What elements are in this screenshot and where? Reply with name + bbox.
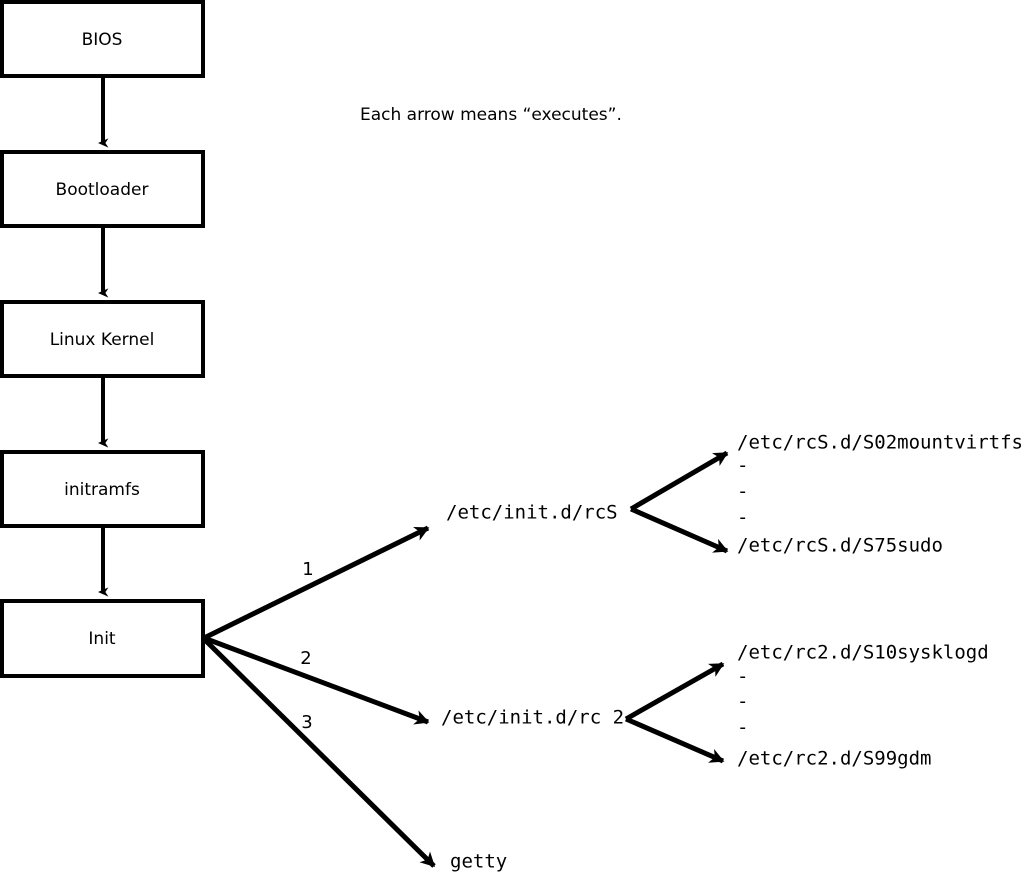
label-rc2-d-s10sysklogd: /etc/rc2.d/S10sysklogd — [737, 642, 989, 664]
box-init-label: Init — [88, 629, 116, 649]
getty-group: getty — [450, 851, 507, 873]
arrow-rcS-to-s02mountvirtfs — [629, 450, 729, 512]
box-linux-kernel-rect — [0, 300, 205, 378]
boot-chain-group: BIOS Bootloader Linux Kernel initramfs I — [0, 0, 205, 678]
rcS-ellipsis-dash-3: - — [737, 507, 748, 529]
rcS-branch-group: /etc/init.d/rcS /etc/rcS.d/S02mountvirtf… — [446, 432, 1023, 557]
rc2-ellipsis-dash-2: - — [737, 691, 748, 713]
box-init: Init — [0, 599, 205, 678]
label-rcS-d-s02mountvirtfs: /etc/rcS.d/S02mountvirtfs — [737, 432, 1023, 454]
box-bootloader: Bootloader — [0, 150, 205, 228]
rcS-ellipsis-dash-2: - — [737, 481, 748, 503]
rc2-branch-group: /etc/init.d/rc 2 /etc/rc2.d/S10sysklogd … — [441, 642, 989, 770]
box-bootloader-label: Bootloader — [56, 180, 149, 200]
arrow-init-to-getty — [202, 637, 436, 868]
edge-number-1: 1 — [302, 559, 313, 580]
arrow-init-to-rc2 — [203, 635, 430, 725]
box-bios-label: BIOS — [82, 30, 123, 50]
box-initramfs: initramfs — [0, 450, 205, 528]
label-etc-init-d-rcS: /etc/init.d/rcS — [446, 502, 618, 524]
diagram-caption: Each arrow means “executes”. — [360, 105, 622, 125]
box-bios-rect — [0, 0, 205, 78]
label-getty: getty — [450, 851, 507, 873]
box-bootloader-rect — [0, 150, 205, 228]
arrow-rc2-to-s99gdm — [625, 716, 725, 764]
box-bios: BIOS — [0, 0, 205, 78]
edge-number-2: 2 — [300, 648, 311, 669]
label-etc-init-d-rc-2: /etc/init.d/rc 2 — [441, 707, 624, 729]
edge-number-3: 3 — [301, 712, 312, 733]
label-rcS-d-s75sudo: /etc/rcS.d/S75sudo — [737, 535, 943, 557]
box-init-rect — [0, 599, 205, 678]
arrow-rcS-to-s75sudo — [629, 506, 729, 554]
rcS-ellipsis-dash-1: - — [737, 455, 748, 477]
rc2-ellipsis-dash-3: - — [737, 717, 748, 739]
rc2-ellipsis-dash-1: - — [737, 666, 748, 688]
box-linux-kernel-label: Linux Kernel — [50, 330, 155, 350]
box-linux-kernel: Linux Kernel — [0, 300, 205, 378]
box-initramfs-label: initramfs — [64, 480, 140, 500]
init-fanout-group: 1 2 3 — [202, 525, 436, 868]
arrow-init-to-rcS — [202, 525, 430, 641]
arrow-rc2-to-s10sysklogd — [624, 661, 725, 722]
label-rc2-d-s99gdm: /etc/rc2.d/S99gdm — [737, 748, 931, 770]
box-initramfs-rect — [0, 450, 205, 528]
